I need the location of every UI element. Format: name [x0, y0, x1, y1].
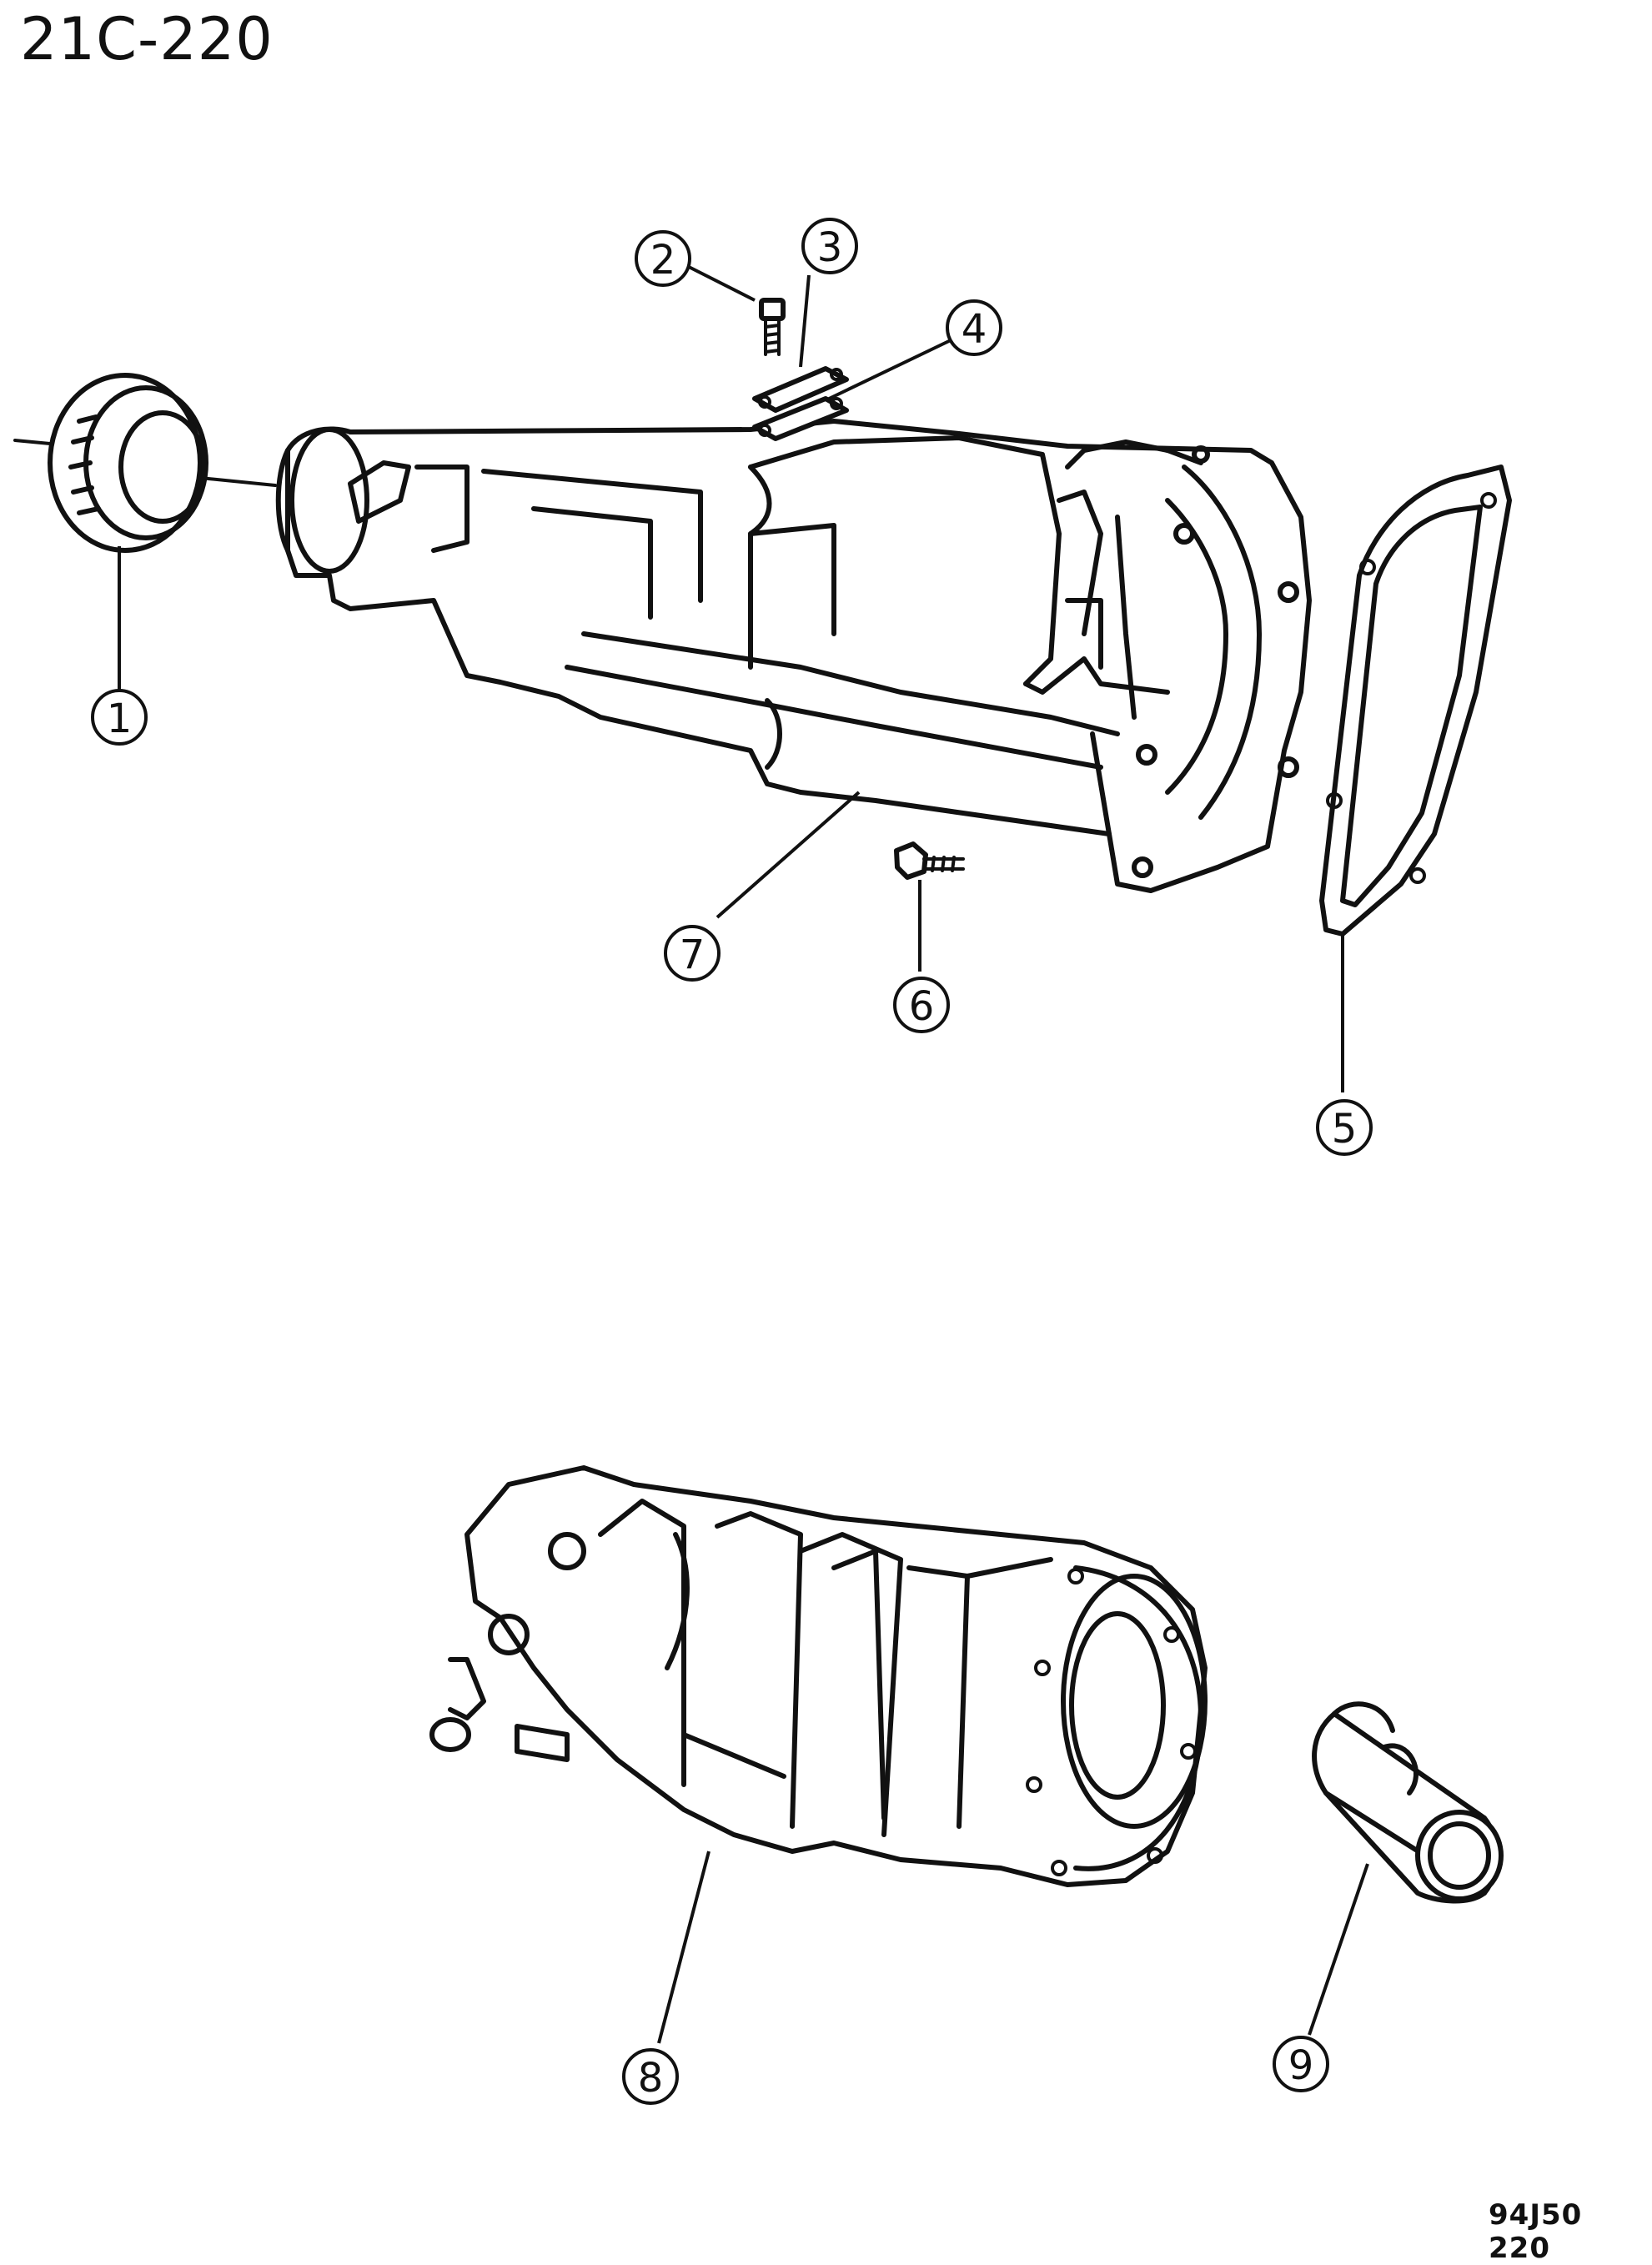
callout-3: 3 — [801, 218, 858, 274]
part-2-bolt — [759, 298, 786, 356]
figure-code: 94J50 220 — [1489, 2198, 1583, 2265]
part-1-rear-seal — [13, 373, 277, 553]
page-title: 21C-220 — [20, 5, 274, 73]
part-7-extension-housing — [275, 419, 1312, 893]
callout-2: 2 — [635, 230, 691, 287]
svg-text:6: 6 — [909, 983, 935, 1030]
svg-text:4: 4 — [962, 306, 987, 353]
svg-text:2: 2 — [650, 237, 676, 284]
svg-text:1: 1 — [107, 696, 133, 742]
callout-7: 7 — [664, 925, 721, 982]
part-8-adapter-housing — [429, 1465, 1208, 1887]
callout-4: 4 — [946, 299, 1002, 356]
part-9-bushing — [1312, 1701, 1504, 1904]
part-5-gasket — [1319, 465, 1512, 937]
callout-6: 6 — [893, 977, 950, 1033]
part-6-bolt — [894, 841, 965, 880]
callout-5: 5 — [1316, 1099, 1373, 1156]
svg-text:7: 7 — [680, 932, 705, 978]
svg-text:5: 5 — [1332, 1106, 1358, 1153]
leader-lines — [118, 264, 1369, 2044]
part-3-cover-plate — [752, 366, 849, 413]
callout-8: 8 — [622, 2048, 679, 2105]
svg-text:8: 8 — [638, 2055, 664, 2102]
svg-text:9: 9 — [1288, 2042, 1314, 2089]
callout-9: 9 — [1273, 2036, 1329, 2092]
part-4-gasket — [752, 396, 849, 441]
svg-text:3: 3 — [817, 224, 843, 271]
callout-1: 1 — [91, 689, 148, 746]
